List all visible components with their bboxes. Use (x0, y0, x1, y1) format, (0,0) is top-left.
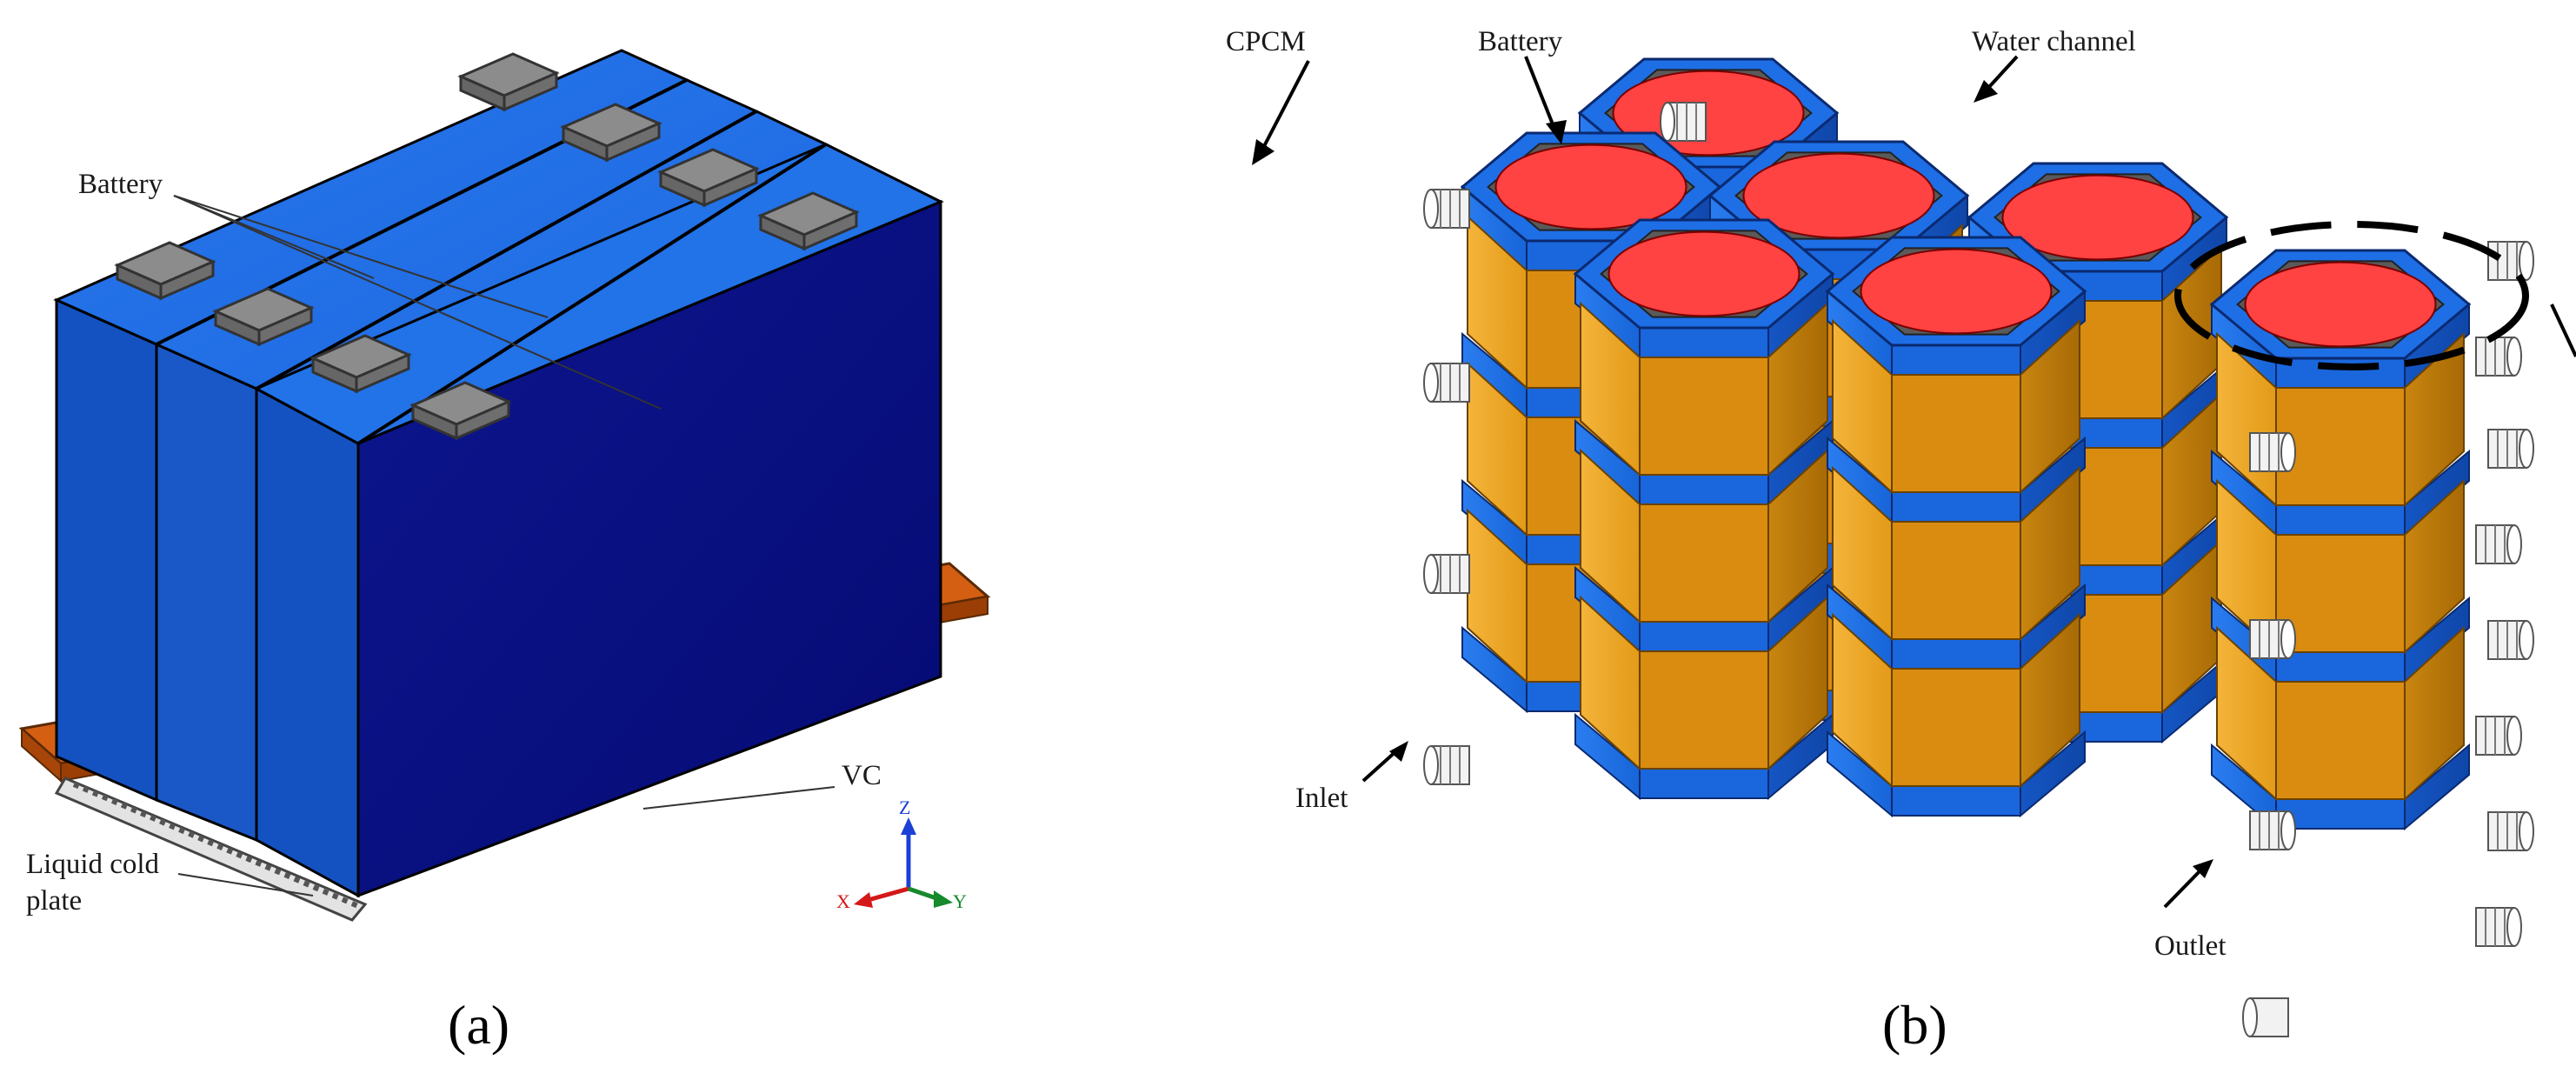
water-channel-ring (1891, 491, 2021, 523)
highlight-ellipse (2174, 221, 2529, 370)
axis-triad: Z X Y (836, 797, 967, 912)
water-channel-ring (2020, 730, 2086, 818)
pcm-segment (2020, 318, 2080, 495)
pipe-fitting (2249, 810, 2296, 850)
liquid-cold-plate (54, 777, 368, 922)
pcm-segment (2404, 331, 2465, 508)
label-water-channel: Water channel (1972, 26, 2136, 57)
pcm-segment (2404, 478, 2465, 655)
terminal (757, 191, 860, 251)
caption-b: (b) (1882, 994, 1947, 1056)
battery-cell-top (1608, 230, 1801, 317)
terminal (212, 287, 315, 347)
battery-module (1825, 236, 2296, 1037)
pcm-segment (1639, 503, 1769, 623)
pcm-segment (1639, 650, 1769, 770)
water-channel-ring (2404, 449, 2470, 537)
axis-label-x: X (836, 890, 850, 912)
pipe-fitting (2487, 811, 2534, 851)
water-channel-ring (2020, 436, 2086, 524)
pipe-fitting (1423, 189, 1470, 229)
battery-cell-top (1494, 143, 1687, 230)
pipe-fitting (1423, 745, 1470, 785)
pipe-fitting (2242, 997, 2289, 1037)
water-channel-ring (2275, 504, 2406, 536)
water-channel-ring (2404, 743, 2470, 831)
pcm-segment (2020, 465, 2080, 642)
pipe-fitting (2475, 337, 2522, 377)
axis-label-z: Z (899, 797, 910, 818)
pipe-fitting (2249, 619, 2296, 659)
battery-cell-top (1612, 70, 1805, 157)
pipe-fitting (2475, 524, 2522, 564)
pipe-fitting (1423, 554, 1470, 594)
pcm-segment (1639, 357, 1769, 476)
pcm-segment (1767, 448, 1828, 624)
pipe-fitting (1423, 363, 1470, 403)
battery-cell-top (1742, 152, 1935, 239)
terminal (560, 103, 662, 163)
pcm-segment (1767, 595, 1828, 771)
pcm-segment (1767, 301, 1828, 477)
pipe-fitting (2249, 432, 2296, 472)
battery-cell-top (2001, 174, 2194, 261)
water-channel-ring (1891, 785, 2021, 817)
battery-terminals (114, 52, 860, 441)
terminal (409, 381, 512, 441)
pcm-segment (2020, 612, 2080, 789)
label-cpcm: CPCM (1226, 26, 1306, 57)
pipe-fitting (2475, 716, 2522, 756)
battery-module (1573, 218, 1835, 801)
pipe-fitting (2487, 620, 2534, 660)
water-channel-ring (1891, 344, 2021, 376)
water-channel-ring (1639, 621, 1769, 652)
terminal (310, 334, 412, 394)
leader-lines-a (173, 195, 835, 897)
pcm-segment (1891, 668, 2021, 787)
highlight-pointer (2550, 303, 2576, 357)
terminal (114, 241, 216, 301)
panel-a: Battery VC Liquid cold plate Z X Y (a) (18, 49, 991, 1056)
water-channel-ring (1639, 474, 1769, 505)
pcm-segment (1891, 521, 2021, 640)
battery-cell-top (1860, 248, 2053, 335)
label-vc: VC (842, 760, 882, 791)
water-channel-ring (2404, 596, 2470, 684)
caption-a: (a) (448, 994, 509, 1056)
label-liquid-cold-plate-line2: plate (26, 885, 82, 917)
pipe-fitting (2487, 241, 2534, 281)
pcm-segment (2275, 681, 2406, 800)
water-channel-ring (1639, 327, 1769, 358)
water-channel-ring (2275, 651, 2406, 683)
battery-cell-top (2244, 261, 2437, 348)
pcm-segment (2404, 625, 2465, 802)
label-battery-b: Battery (1478, 26, 1563, 57)
water-channel-ring (1639, 768, 1769, 799)
pcm-segment (1891, 374, 2021, 493)
pipe-fitting (1660, 102, 1707, 142)
pipe-fitting (2475, 907, 2522, 947)
pipe-fitting (2487, 429, 2534, 469)
terminal (457, 52, 560, 112)
label-battery-a: Battery (78, 169, 163, 200)
labels-b: CPCM Battery Water channel Inlet Outlet (1226, 26, 2226, 962)
terminal (657, 148, 760, 208)
water-channel-ring (2275, 357, 2406, 389)
label-liquid-cold-plate-line1: Liquid cold (26, 849, 160, 880)
axis-label-y: Y (953, 890, 967, 912)
water-channel-ring (2020, 583, 2086, 671)
panel-b (1423, 57, 2534, 1037)
label-outlet: Outlet (2154, 930, 2226, 962)
water-channel-ring (1891, 638, 2021, 670)
label-inlet: Inlet (1295, 783, 1348, 814)
